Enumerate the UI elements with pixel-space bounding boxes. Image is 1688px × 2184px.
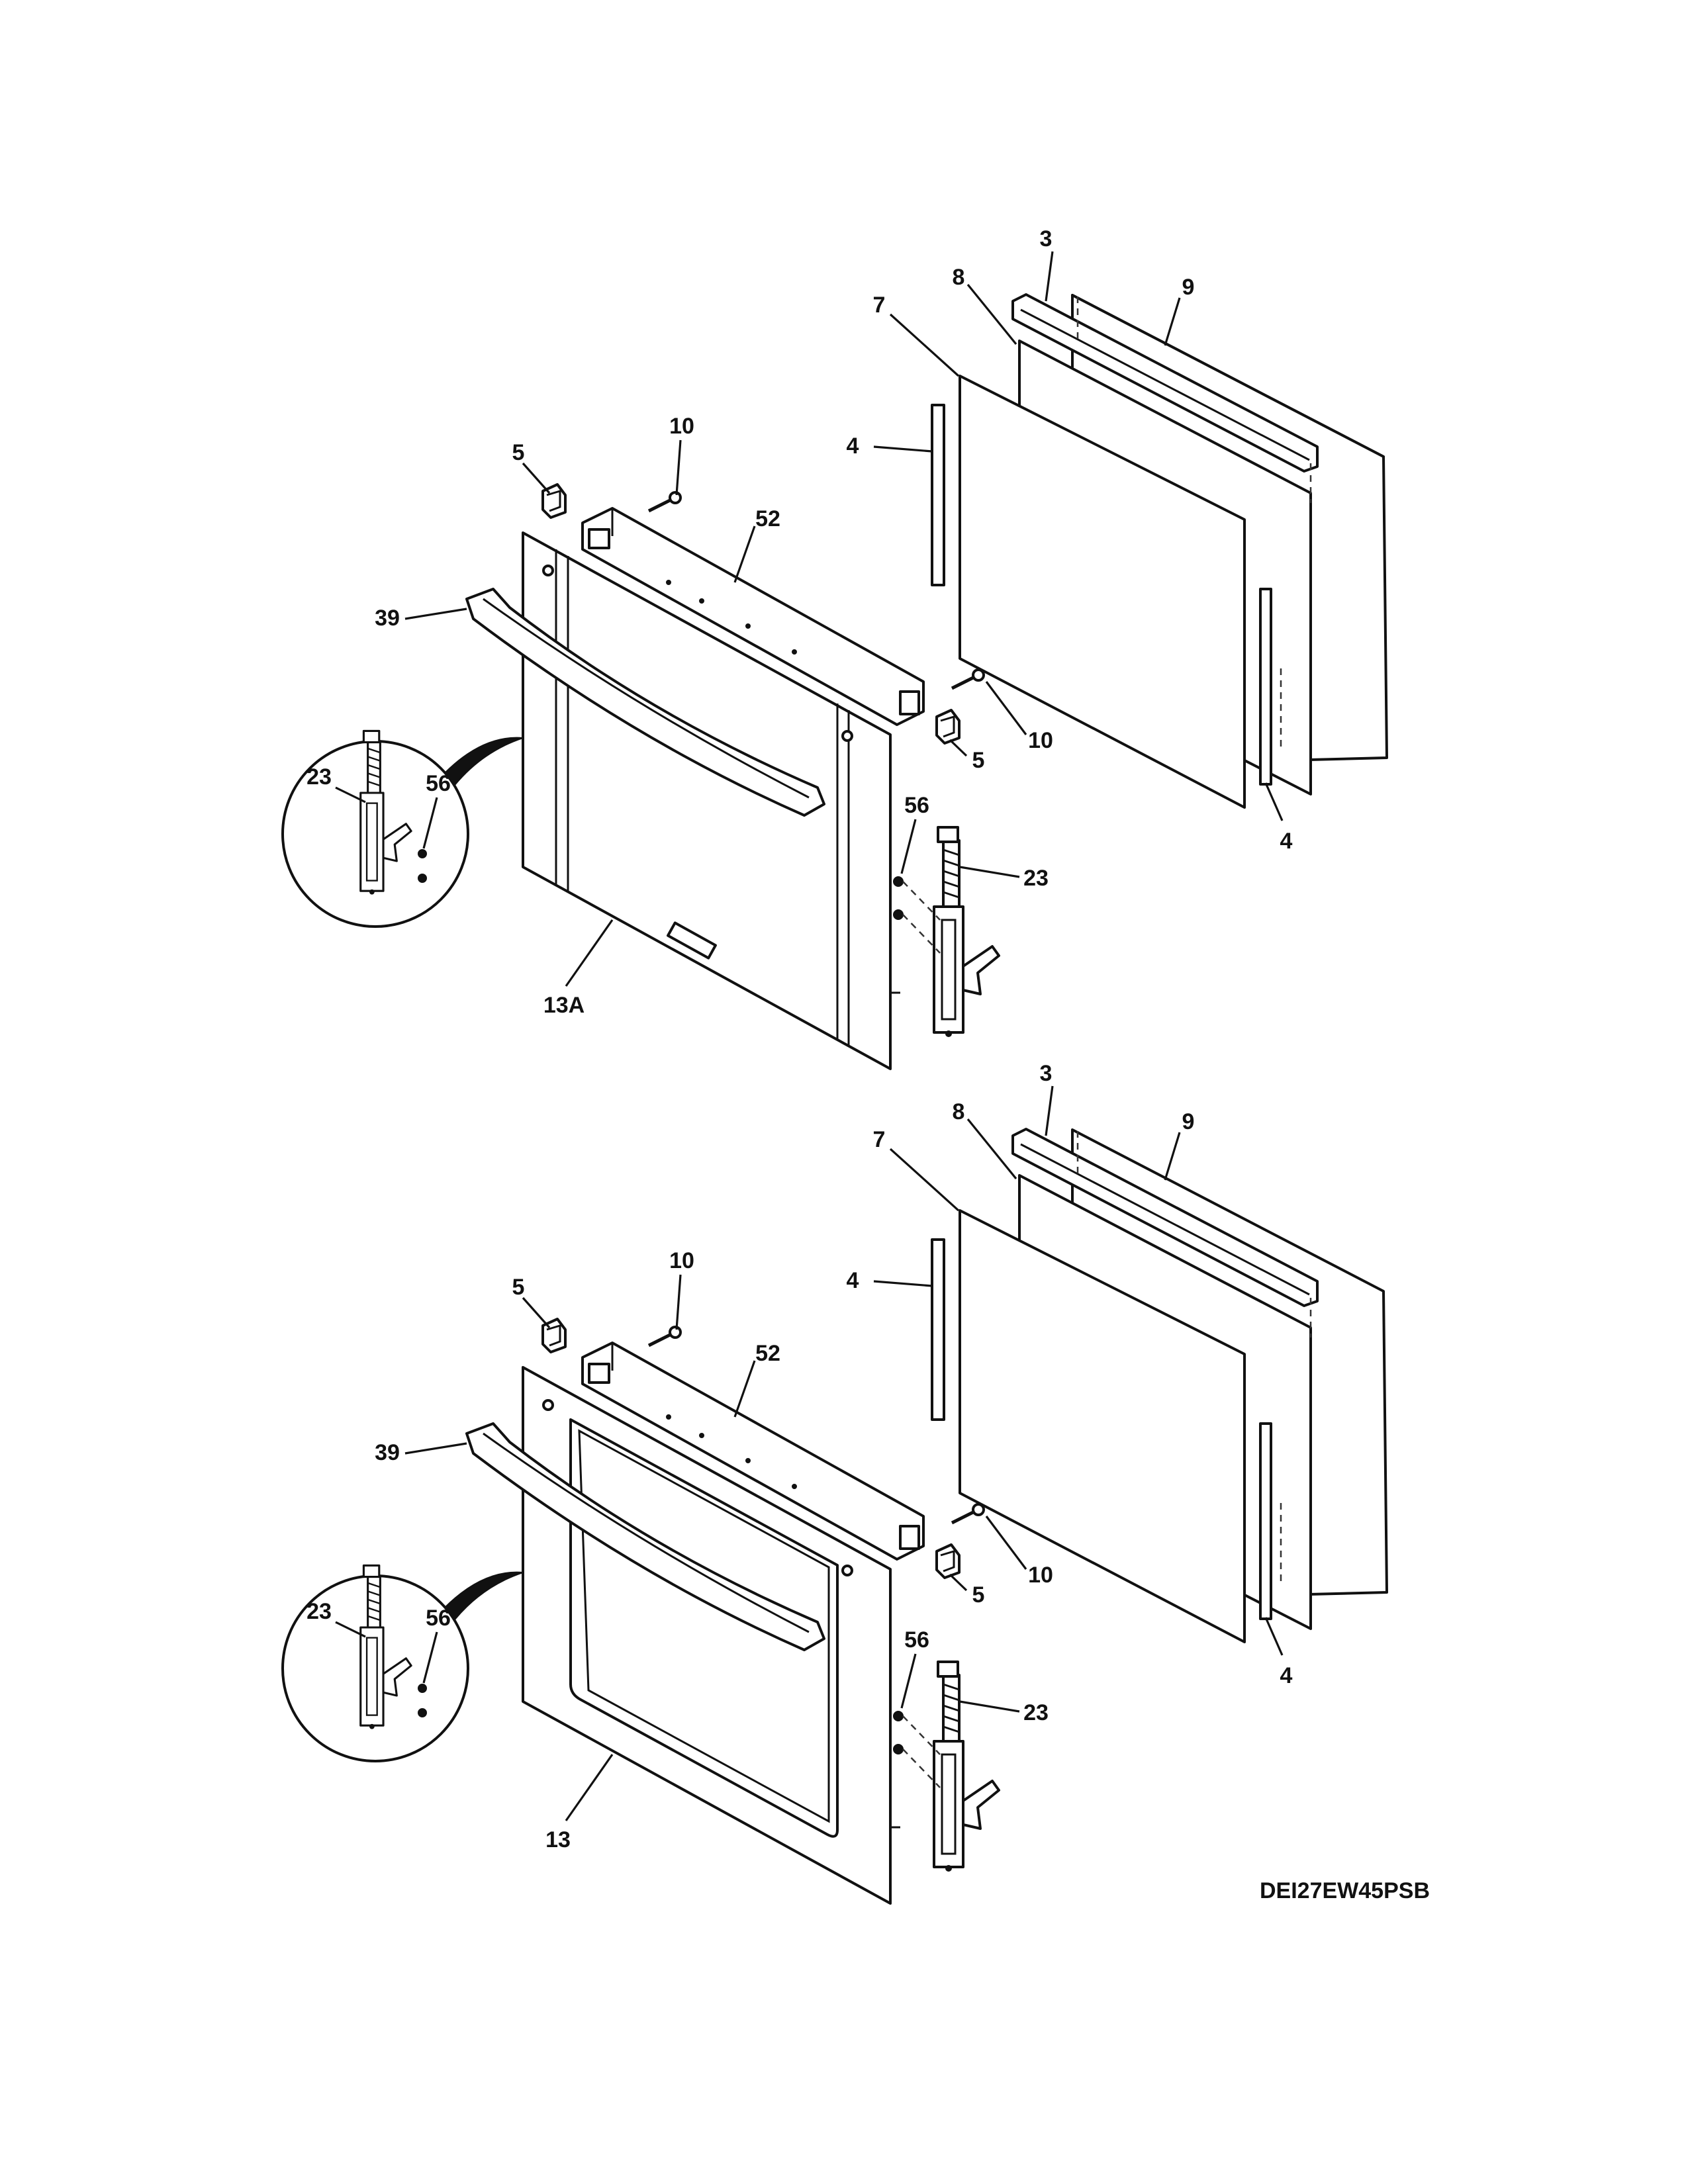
hinge-screw: [893, 876, 904, 887]
callout-23-right: 23: [1023, 866, 1049, 891]
door-pin-top: [649, 1327, 680, 1345]
door-clip-right: [935, 709, 961, 745]
callout-56-right: 56: [904, 1627, 929, 1653]
callout-23-detail: 23: [306, 764, 332, 790]
callout-13: 13: [545, 1827, 571, 1852]
callout-10-right: 10: [1028, 728, 1053, 753]
upper-callouts: 3 9 8 7 10 5 52 4 39 10 5 23 56 23 56 4 …: [306, 226, 1292, 1018]
callout-5-right: 5: [972, 748, 985, 773]
callout-10-top: 10: [669, 414, 694, 439]
side-glass-channel-right: [1259, 588, 1272, 786]
door-pin-right: [952, 1504, 984, 1523]
model-number: DEI27EW45PSB: [1260, 1878, 1430, 1903]
callout-56-detail: 56: [426, 1606, 451, 1631]
callout-56-detail: 56: [426, 771, 451, 796]
callout-23-right: 23: [1023, 1700, 1049, 1725]
callout-39: 39: [375, 606, 400, 631]
door-outer-panel: [522, 531, 892, 1070]
callout-5-top: 5: [512, 440, 525, 465]
callout-52: 52: [755, 1341, 780, 1366]
inner-glass-panel: [959, 1209, 1246, 1643]
upper-door-assembly: [281, 293, 1388, 1070]
door-hinge: [933, 826, 1000, 1038]
lower-door-assembly: [281, 1128, 1388, 1905]
callout-52: 52: [755, 506, 780, 531]
callout-8: 8: [953, 1099, 965, 1124]
callout-4-right: 4: [1280, 1663, 1293, 1688]
detail-pointer: [444, 737, 524, 786]
side-glass-channel-right: [1259, 1422, 1272, 1620]
callout-13A: 13A: [543, 993, 585, 1018]
inner-glass-panel: [959, 375, 1246, 809]
callout-4-left: 4: [847, 433, 859, 459]
callout-4-left: 4: [847, 1268, 859, 1293]
callout-3: 3: [1040, 226, 1053, 251]
callout-8: 8: [953, 265, 965, 290]
top-glass-channel: [1011, 293, 1319, 473]
detail-pointer: [444, 1571, 524, 1620]
side-glass-channel-left: [931, 1238, 945, 1421]
callout-10-right: 10: [1028, 1563, 1053, 1588]
callout-23-detail: 23: [306, 1599, 332, 1624]
callout-9: 9: [1182, 1109, 1195, 1134]
lower-callouts: 3 9 8 7 10 5 52 4 39 10 5 23 56 23 56 4 …: [306, 1061, 1292, 1852]
side-glass-channel-left: [931, 404, 945, 586]
hinge-screw: [893, 909, 904, 920]
callout-4-right: 4: [1280, 829, 1293, 854]
callout-5-right: 5: [972, 1582, 985, 1608]
door-clip-right: [935, 1543, 961, 1579]
callout-56-right: 56: [904, 793, 929, 818]
hinge-screw: [893, 1711, 904, 1721]
door-pin-right: [952, 670, 984, 688]
callout-10-top: 10: [669, 1248, 694, 1273]
door-window: [569, 1418, 839, 1838]
callout-39: 39: [375, 1440, 400, 1465]
callout-5-top: 5: [512, 1275, 525, 1300]
callout-9: 9: [1182, 275, 1195, 300]
hinge-screw: [893, 1744, 904, 1754]
callout-7: 7: [873, 1127, 886, 1152]
callout-3: 3: [1040, 1061, 1053, 1086]
door-pin-top: [649, 492, 680, 511]
callout-7: 7: [873, 293, 886, 318]
top-glass-channel: [1011, 1128, 1319, 1307]
door-hinge: [933, 1661, 1000, 1872]
